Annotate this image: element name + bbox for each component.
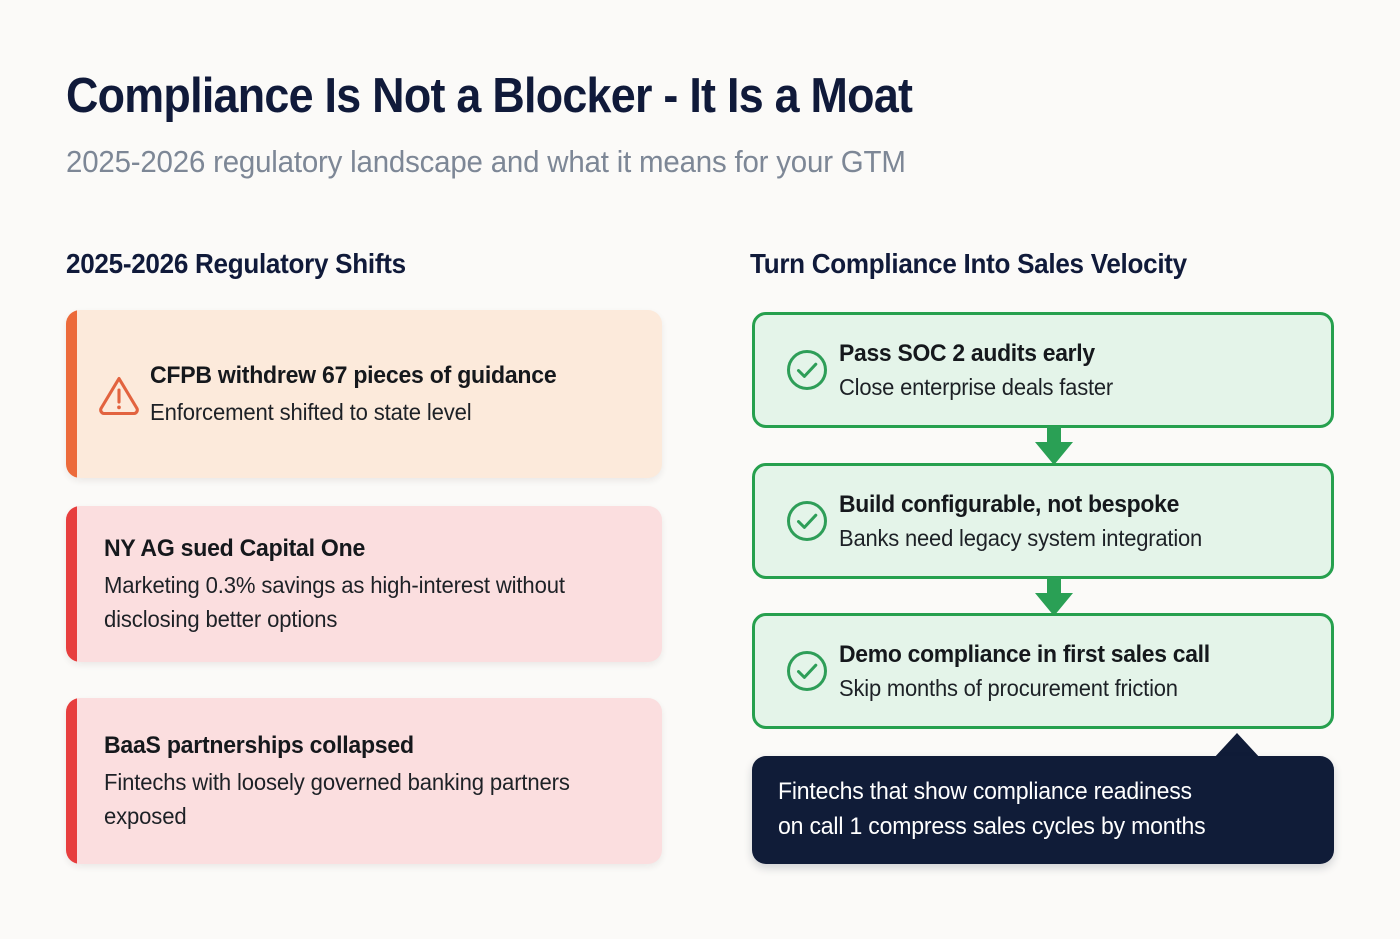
action-card: Demo compliance in first sales call Skip… — [752, 613, 1334, 729]
summary-callout: Fintechs that show compliance readiness … — [752, 756, 1334, 864]
card-accent-bar — [66, 698, 77, 864]
arrow-down-icon — [1028, 577, 1080, 617]
action-card-title: Demo compliance in first sales call — [839, 640, 1210, 668]
check-circle-icon — [775, 647, 839, 695]
risk-card-title: BaaS partnerships collapsed — [104, 731, 414, 759]
risk-card-description: Fintechs with loosely governed banking p… — [104, 769, 570, 830]
action-card: Pass SOC 2 audits early Close enterprise… — [752, 312, 1334, 428]
check-circle-icon — [775, 346, 839, 394]
risk-card-description: Enforcement shifted to state level — [150, 399, 472, 426]
callout-line-2: on call 1 compress sales cycles by month… — [778, 813, 1206, 840]
callout-line-1: Fintechs that show compliance readiness — [778, 778, 1192, 806]
arrow-down-icon — [1028, 426, 1080, 466]
action-card-description: Close enterprise deals faster — [839, 373, 1114, 400]
card-accent-bar — [66, 506, 77, 662]
action-card-description: Banks need legacy system integration — [839, 524, 1203, 551]
page-title: Compliance Is Not a Blocker - It Is a Mo… — [66, 69, 913, 123]
risk-card-description: Marketing 0.3% savings as high-interest … — [104, 572, 565, 633]
risk-card: BaaS partnerships collapsed Fintechs wit… — [66, 698, 662, 864]
check-circle-icon — [775, 497, 839, 545]
callout-pointer — [1209, 733, 1265, 759]
risk-card: CFPB withdrew 67 pieces of guidance Enfo… — [66, 310, 662, 478]
action-card-title: Build configurable, not bespoke — [839, 490, 1180, 518]
warning-triangle-icon — [88, 369, 150, 419]
right-column-heading: Turn Compliance Into Sales Velocity — [750, 248, 1187, 279]
card-accent-bar — [66, 310, 77, 478]
action-card-description: Skip months of procurement friction — [839, 674, 1178, 701]
left-column-heading: 2025-2026 Regulatory Shifts — [66, 248, 406, 279]
page-subtitle: 2025-2026 regulatory landscape and what … — [66, 144, 906, 179]
risk-card-title: NY AG sued Capital One — [104, 534, 366, 562]
action-card-title: Pass SOC 2 audits early — [839, 339, 1095, 367]
action-card: Build configurable, not bespoke Banks ne… — [752, 463, 1334, 579]
risk-card-title: CFPB withdrew 67 pieces of guidance — [150, 361, 557, 389]
risk-card: NY AG sued Capital One Marketing 0.3% sa… — [66, 506, 662, 662]
